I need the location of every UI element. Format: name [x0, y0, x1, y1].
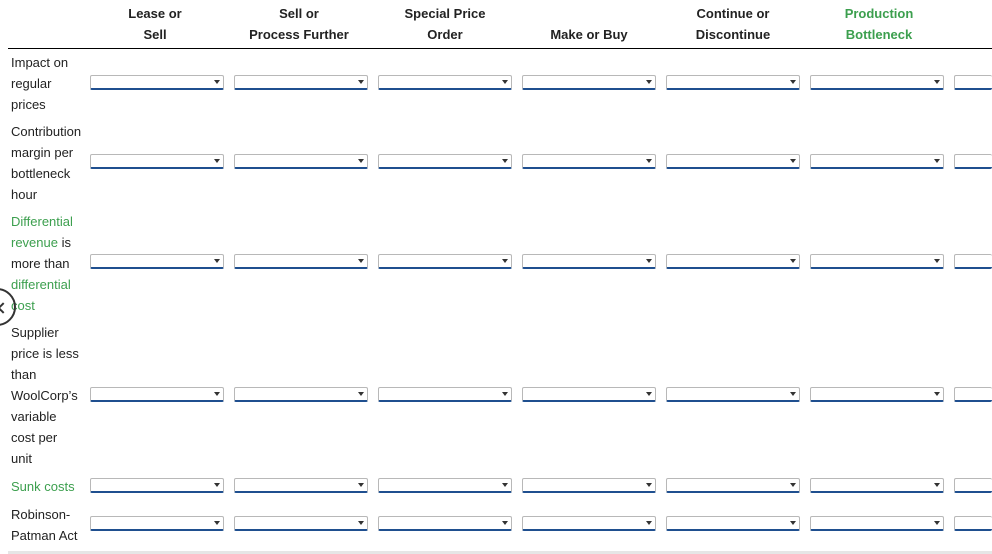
- dropdown-select[interactable]: [810, 478, 944, 493]
- dropdown-arrow-icon: [790, 521, 796, 525]
- dropdown-arrow-icon: [502, 392, 508, 396]
- dropdown-arrow-icon: [934, 521, 940, 525]
- dropdown-select[interactable]: [954, 154, 992, 169]
- dropdown-arrow-icon: [502, 159, 508, 163]
- dropdown-select[interactable]: [234, 254, 368, 269]
- row-label-supplier-price: Supplier price is less than WoolCorp’s v…: [11, 325, 79, 466]
- row-label-impact-on-regular-prices: Impact on regular prices: [11, 55, 69, 112]
- column-header-production-bottleneck[interactable]: Production Bottleneck: [844, 6, 914, 42]
- dropdown-arrow-icon: [790, 483, 796, 487]
- dropdown-arrow-icon: [934, 259, 940, 263]
- dropdown-select[interactable]: [522, 75, 656, 90]
- dropdown-select[interactable]: [666, 478, 800, 493]
- dropdown-select[interactable]: [378, 254, 512, 269]
- dropdown-arrow-icon: [214, 259, 220, 263]
- differential-cost-link[interactable]: cost: [11, 298, 35, 313]
- dropdown-arrow-icon: [790, 159, 796, 163]
- dropdown-arrow-icon: [214, 483, 220, 487]
- dropdown-select[interactable]: [90, 387, 224, 402]
- dropdown-arrow-icon: [790, 80, 796, 84]
- dropdown-arrow-icon: [502, 483, 508, 487]
- dropdown-arrow-icon: [646, 392, 652, 396]
- dropdown-arrow-icon: [502, 521, 508, 525]
- dropdown-select[interactable]: [522, 154, 656, 169]
- dropdown-select[interactable]: [90, 75, 224, 90]
- dropdown-arrow-icon: [214, 392, 220, 396]
- dropdown-arrow-icon: [934, 483, 940, 487]
- dropdown-select[interactable]: [378, 478, 512, 493]
- dropdown-arrow-icon: [214, 80, 220, 84]
- differential-cost-link[interactable]: differential: [11, 277, 71, 292]
- dropdown-arrow-icon: [646, 483, 652, 487]
- dropdown-select[interactable]: [810, 75, 944, 90]
- dropdown-arrow-icon: [646, 80, 652, 84]
- dropdown-select[interactable]: [666, 154, 800, 169]
- dropdown-arrow-icon: [214, 521, 220, 525]
- dropdown-select[interactable]: [954, 478, 992, 493]
- dropdown-select[interactable]: [810, 254, 944, 269]
- dropdown-select[interactable]: [522, 478, 656, 493]
- dropdown-arrow-icon: [358, 80, 364, 84]
- differential-revenue-link[interactable]: Differential: [11, 214, 73, 229]
- dropdown-select[interactable]: [666, 75, 800, 90]
- dropdown-select[interactable]: [234, 516, 368, 531]
- row-label-robinson-patman-act: Robinson- Patman Act: [11, 507, 78, 543]
- column-header-continue-or-discontinue: Continue or Discontinue: [695, 6, 771, 42]
- chevron-left-icon: [0, 302, 9, 314]
- differential-revenue-link[interactable]: revenue: [11, 235, 58, 250]
- dropdown-select[interactable]: [378, 75, 512, 90]
- dropdown-arrow-icon: [358, 159, 364, 163]
- dropdown-arrow-icon: [646, 521, 652, 525]
- dropdown-select[interactable]: [954, 516, 992, 531]
- dropdown-arrow-icon: [502, 80, 508, 84]
- dropdown-select[interactable]: [810, 516, 944, 531]
- column-headers: Lease or Sell Sell or Process Further Sp…: [8, 0, 992, 49]
- dropdown-arrow-icon: [790, 392, 796, 396]
- dropdown-select[interactable]: [90, 254, 224, 269]
- dropdown-select[interactable]: [234, 154, 368, 169]
- dropdown-arrow-icon: [358, 483, 364, 487]
- row-label-contribution-margin: Contribution margin per bottleneck hour: [11, 124, 82, 202]
- sunk-costs-link[interactable]: Sunk costs: [11, 479, 75, 494]
- dropdown-select[interactable]: [666, 254, 800, 269]
- dropdown-arrow-icon: [358, 259, 364, 263]
- column-header-make-or-buy: Make or Buy: [550, 27, 628, 42]
- dropdown-select[interactable]: [522, 387, 656, 402]
- row-label-differential-revenue: Differential revenue is more than differ…: [11, 214, 73, 313]
- dropdown-arrow-icon: [502, 259, 508, 263]
- column-header-special-price-order: Special Price Order: [404, 6, 486, 42]
- row-label-sunk-costs: Sunk costs: [11, 476, 87, 497]
- dropdown-arrow-icon: [934, 392, 940, 396]
- dropdown-select[interactable]: [954, 254, 992, 269]
- dropdown-arrow-icon: [934, 159, 940, 163]
- dropdown-select[interactable]: [810, 387, 944, 402]
- dropdown-select[interactable]: [522, 516, 656, 531]
- dropdown-select[interactable]: [810, 154, 944, 169]
- dropdown-select[interactable]: [234, 75, 368, 90]
- dropdown-select[interactable]: [234, 387, 368, 402]
- column-header-lease-or-sell: Lease or Sell: [128, 6, 182, 42]
- dropdown-arrow-icon: [214, 159, 220, 163]
- column-header-sell-or-process-further: Sell or Process Further: [249, 6, 349, 42]
- dropdown-select[interactable]: [90, 154, 224, 169]
- dropdown-select[interactable]: [954, 75, 992, 90]
- dropdown-select[interactable]: [90, 516, 224, 531]
- dropdown-select[interactable]: [666, 387, 800, 402]
- dropdown-select[interactable]: [666, 516, 800, 531]
- dropdown-select[interactable]: [378, 516, 512, 531]
- dropdown-select[interactable]: [90, 478, 224, 493]
- dropdown-select[interactable]: [378, 154, 512, 169]
- dropdown-arrow-icon: [358, 521, 364, 525]
- dropdown-select[interactable]: [378, 387, 512, 402]
- dropdown-arrow-icon: [790, 259, 796, 263]
- dropdown-select[interactable]: [234, 478, 368, 493]
- dropdown-arrow-icon: [358, 392, 364, 396]
- dropdown-arrow-icon: [646, 159, 652, 163]
- dropdown-arrow-icon: [646, 259, 652, 263]
- dropdown-select[interactable]: [954, 387, 992, 402]
- table-bottom-border: [8, 551, 992, 554]
- dropdown-arrow-icon: [934, 80, 940, 84]
- dropdown-select[interactable]: [522, 254, 656, 269]
